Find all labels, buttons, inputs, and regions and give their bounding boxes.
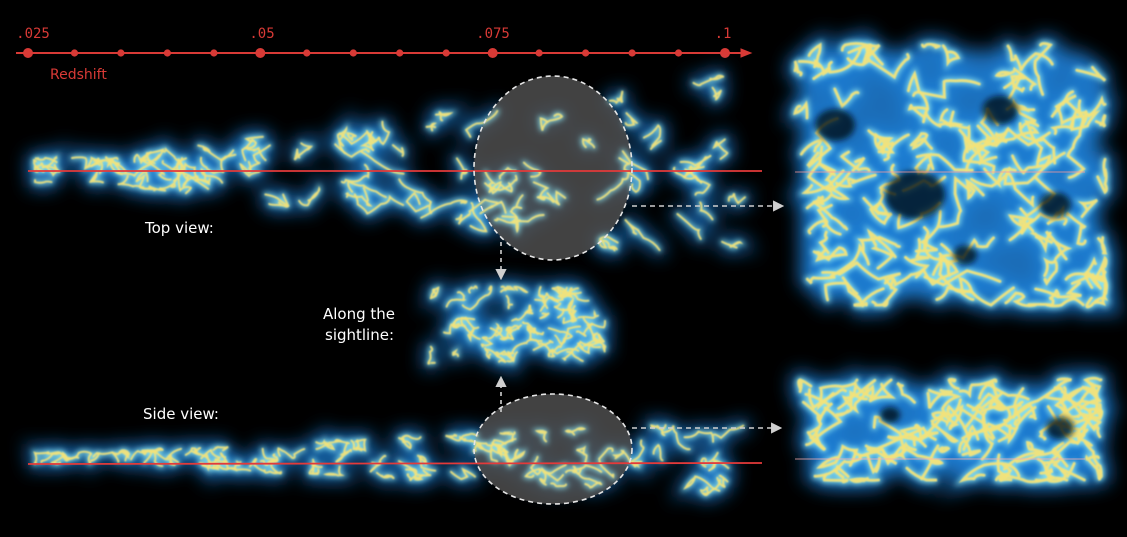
axis-major-tick [487,48,498,58]
side-view-web-core [33,424,745,497]
axis-dots [23,48,730,58]
sightline-label-line2: sightline: [325,326,395,344]
axis-minor-tick [163,49,171,57]
sightline-label-line1: Along the [323,305,396,323]
axis-title: Redshift [50,67,107,83]
axis-minor-tick [349,49,357,57]
top-zoom-web-core [793,42,1109,309]
sightlines [27,170,1085,465]
axis-minor-tick [674,49,683,57]
axis-minor-tick [442,49,450,57]
filament-strands [30,39,1112,498]
redshift-axis [16,48,753,58]
axis-minor-tick [70,49,79,57]
axis-minor-tick [582,49,590,57]
axis-major-tick [720,48,730,58]
axis-tick-label: .1 [714,26,732,42]
axis-tick-label: .075 [476,26,510,42]
side-sightline [27,462,763,465]
side-view-label: Side view: [143,405,219,423]
top-lens-outline [473,75,633,261]
sightline-web-core [427,285,607,365]
axis-minor-tick [117,49,125,57]
axis-minor-tick [628,49,636,57]
axis-major-tick [255,48,266,58]
zoom-voids [815,95,1074,440]
axis-minor-tick [535,49,543,57]
top-view-label: Top view: [145,219,214,237]
axis-tick-label: .05 [249,26,275,42]
side-view-lens [474,394,632,504]
callout-arrows [495,200,785,434]
side-lens-outline [473,393,633,505]
axis-tick-label: .025 [16,26,50,42]
top-view-lens [474,76,632,260]
axis-minor-tick [210,49,218,57]
axis-major-tick [23,48,33,58]
axis-minor-tick [396,49,404,57]
lens-outlines [473,75,633,505]
axis-minor-tick [303,49,311,57]
